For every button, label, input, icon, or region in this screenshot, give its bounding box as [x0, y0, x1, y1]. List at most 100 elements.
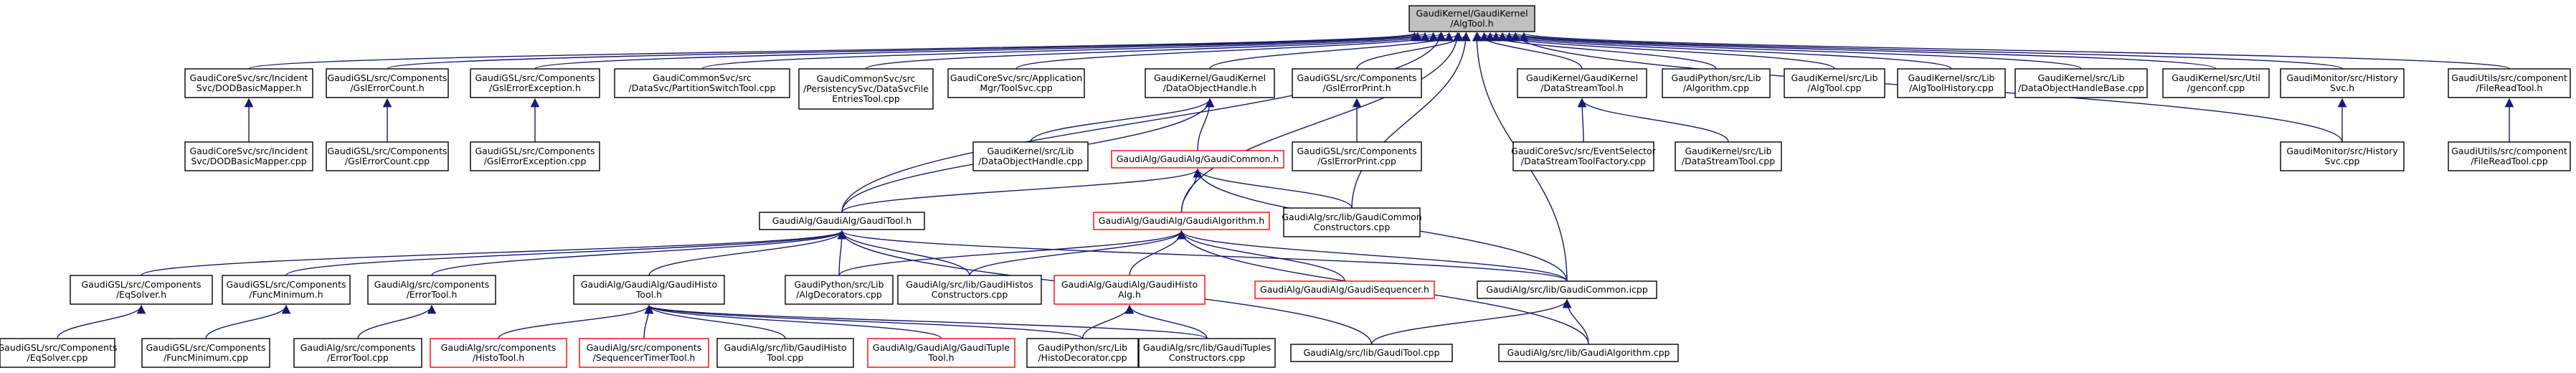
edge-n37-to-n28 — [1177, 230, 1345, 282]
node-label: GaudiAlg/src/components — [374, 279, 490, 290]
node-label: Svc/DODBasicMapper.cpp — [191, 156, 306, 166]
edge-n14-to-n0 — [1505, 32, 2217, 70]
node-gaudipython-src-lib-algdecorators-cpp[interactable]: GaudiPython/src/Lib/AlgDecorators.cpp — [785, 275, 894, 305]
node-label: Constructors.cpp — [932, 289, 1008, 300]
node-gaudicoresvc-src-applicationmgr-toolsvc-cpp[interactable]: GaudiCoreSvc/src/ApplicationMgr/ToolSvc.… — [947, 68, 1085, 98]
node-gaudicoresvc-src-eventselector-datastreamtoolfactory-cpp[interactable]: GaudiCoreSvc/src/EventSelector/DataStrea… — [1511, 141, 1657, 171]
node-gaudigsl-src-components-funcminimum-h[interactable]: GaudiGSL/src/Components/FuncMinimum.h — [222, 275, 351, 305]
edge-n2-to-n0 — [387, 32, 1422, 70]
edge-n27-to-n21 — [841, 168, 1203, 213]
node-gaudipython-src-lib-histodecorator-cpp[interactable]: GaudiPython/src/Lib/HistoDecorator.cpp — [1026, 338, 1139, 368]
node-box — [1662, 68, 1771, 98]
node-gaudicoresvc-src-incidentsvc-dodbasicmapper-cpp[interactable]: GaudiCoreSvc/src/IncidentSvc/DODBasicMap… — [184, 141, 313, 171]
node-box — [1292, 141, 1422, 171]
node-gaudialg-gaudialg-gaudicommon-h[interactable]: GaudiAlg/GaudiAlg/GaudiCommon.h — [1111, 150, 1284, 169]
node-gaudikernel-src-lib-datastreamtool-cpp[interactable]: GaudiKernel/src/Lib/DataStreamTool.cpp — [1675, 141, 1782, 171]
node-gaudigsl-src-components-gslerrorcount-h[interactable]: GaudiGSL/src/Components/GslErrorCount.h — [326, 68, 449, 98]
node-label: /ErrorTool.h — [407, 289, 458, 300]
node-gaudiutils-src-component-filereadtool-cpp[interactable]: GaudiUtils/src/component/FileReadTool.cp… — [2448, 141, 2571, 171]
node-label: GaudiGSL/src/Components — [475, 72, 595, 83]
node-gaudikernel-src-lib-algtool-cpp[interactable]: GaudiKernel/src/Lib/AlgTool.cpp — [1784, 68, 1885, 98]
node-label: Tool.h — [927, 352, 954, 363]
node-gaudialg-src-lib-gaudicommonconstructors-cpp[interactable]: GaudiAlg/src/lib/GaudiCommonConstructors… — [1282, 207, 1422, 237]
node-label: /FileReadTool.cpp — [2471, 156, 2548, 166]
node-gaudicommonsvc-src-datasvc-partitionswitchtool-cpp[interactable]: GaudiCommonSvc/src/DataSvc/PartitionSwit… — [614, 68, 790, 98]
node-box — [614, 68, 790, 98]
node-gaudiutils-src-component-filereadtool-h[interactable]: GaudiUtils/src/component/FileReadTool.h — [2448, 68, 2571, 98]
node-label: GaudiAlg/src/lib/GaudiCommon — [1282, 212, 1421, 222]
node-box — [1675, 141, 1782, 171]
node-gaudikernel-src-lib-algtoolhistory-cpp[interactable]: GaudiKernel/src/Lib/AlgToolHistory.cpp — [1897, 68, 2006, 98]
node-gaudicoresvc-src-incidentsvc-dodbasicmapper-h[interactable]: GaudiCoreSvc/src/IncidentSvc/DODBasicMap… — [184, 68, 313, 98]
node-gaudialg-src-lib-gaudicommon-icpp[interactable]: GaudiAlg/src/lib/GaudiCommon.icpp — [1477, 280, 1657, 299]
node-label: /FuncMinimum.cpp — [164, 352, 248, 363]
edge-n44-to-n33 — [644, 304, 786, 339]
node-label: GaudiUtils/src/component — [2451, 146, 2567, 156]
node-gaudigsl-src-components-eqsolver-cpp[interactable]: GaudiGSL/src/Components/EqSolver.cpp — [0, 338, 118, 368]
node-gaudigsl-src-components-gslerrorexception-h[interactable]: GaudiGSL/src/Components/GslErrorExceptio… — [470, 68, 600, 98]
node-gaudikernel-src-lib-dataobjecthandlebase-cpp[interactable]: GaudiKernel/src/Lib/DataObjectHandleBase… — [2014, 68, 2148, 98]
node-box — [293, 338, 422, 368]
node-label: Mgr/ToolSvc.cpp — [980, 82, 1052, 93]
node-label: GaudiKernel/GaudiKernel — [1154, 72, 1266, 83]
node-box — [1283, 207, 1421, 237]
edge-n34-to-n27 — [837, 230, 847, 276]
node-gaudigsl-src-components-funcminimum-cpp[interactable]: GaudiGSL/src/Components/FuncMinimum.cpp — [141, 338, 270, 368]
node-gaudialg-src-components-sequencertimertool-h[interactable]: GaudiAlg/src/components/SequencerTimerTo… — [579, 338, 709, 368]
node-gaudicommonsvc-src-persistencysvc-datasvcfileentriestool-cpp[interactable]: GaudiCommonSvc/src/PersistencySvc/DataSv… — [798, 68, 934, 110]
edge-n43-to-n33 — [643, 304, 654, 339]
node-label: GaudiAlg/src/lib/GaudiHistos — [906, 279, 1033, 290]
edge-n5-to-n0 — [865, 32, 1446, 70]
node-box — [0, 338, 115, 368]
node-box — [897, 275, 1042, 305]
node-label: GaudiAlg/src/lib/GaudiAlgorithm.cpp — [1507, 347, 1670, 358]
node-label: /DataObjectHandle.h — [1163, 82, 1257, 93]
node-label: /DataStreamTool.h — [1540, 82, 1623, 93]
node-gaudikernel-src-lib-dataobjecthandle-cpp[interactable]: GaudiKernel/src/Lib/DataObjectHandle.cpp — [972, 141, 1089, 171]
node-gaudikernel-gaudikernel-dataobjecthandle-h[interactable]: GaudiKernel/GaudiKernel/DataObjectHandle… — [1145, 68, 1275, 98]
node-gaudikernel-gaudikernel-datastreamtool-h[interactable]: GaudiKernel/GaudiKernel/DataStreamTool.h — [1517, 68, 1647, 98]
node-gaudialg-src-components-errortool-h[interactable]: GaudiAlg/src/components/ErrorTool.h — [367, 275, 496, 305]
node-label: GaudiUtils/src/component — [2451, 72, 2567, 83]
edge-n29-to-n0 — [1351, 32, 1471, 209]
node-box — [184, 141, 313, 171]
node-label: EntriesTool.cpp — [832, 93, 900, 104]
node-label: GaudiMonitor/src/History — [2286, 146, 2398, 156]
node-gaudialg-src-lib-gauditool-cpp[interactable]: GaudiAlg/src/lib/GaudiTool.cpp — [1290, 344, 1453, 362]
node-box — [1093, 212, 1270, 230]
node-gaudigsl-src-components-gslerrorexception-cpp[interactable]: GaudiGSL/src/Components/GslErrorExceptio… — [470, 141, 600, 171]
node-gaudialg-src-lib-gaudituplesconstructors-cpp[interactable]: GaudiAlg/src/lib/GaudiTuplesConstructors… — [1138, 338, 1276, 368]
node-gaudialg-gaudialg-gaudisequencer-h[interactable]: GaudiAlg/GaudiAlg/GaudiSequencer.h — [1254, 280, 1435, 299]
edge-n27-to-n0 — [841, 32, 1445, 213]
node-label: GaudiGSL/src/Components — [1297, 72, 1416, 83]
node-box — [1784, 68, 1885, 98]
node-gaudigsl-src-components-gslerrorprint-cpp[interactable]: GaudiGSL/src/Components/GslErrorPrint.cp… — [1292, 141, 1422, 171]
node-label: /GslErrorPrint.cpp — [1317, 156, 1396, 166]
node-box — [947, 68, 1085, 98]
node-label: GaudiPython/src/Lib — [1038, 342, 1127, 353]
node-gaudialg-src-components-errortool-cpp[interactable]: GaudiAlg/src/components/ErrorTool.cpp — [293, 338, 422, 368]
node-gaudialg-src-lib-gaudihistosconstructors-cpp[interactable]: GaudiAlg/src/lib/GaudiHistosConstructors… — [897, 275, 1042, 305]
node-gaudikernel-gaudikernel-algtool-h[interactable]: GaudiKernel/GaudiKernel/AlgTool.h — [1408, 5, 1535, 32]
node-gaudialg-src-components-histotool-h[interactable]: GaudiAlg/src/components/HistoTool.h — [430, 338, 567, 368]
node-label: GaudiAlg/src/lib/GaudiHisto — [724, 342, 846, 353]
node-gaudialg-src-lib-gaudialgorithm-cpp[interactable]: GaudiAlg/src/lib/GaudiAlgorithm.cpp — [1498, 344, 1679, 362]
node-gaudigsl-src-components-gslerrorprint-h[interactable]: GaudiGSL/src/Components/GslErrorPrint.h — [1292, 68, 1422, 98]
node-gaudigsl-src-components-eqsolver-h[interactable]: GaudiGSL/src/Components/EqSolver.h — [70, 275, 213, 305]
node-box — [1897, 68, 2006, 98]
edge-n47-to-n33 — [645, 304, 1208, 339]
node-gaudipython-src-lib-algorithm-cpp[interactable]: GaudiPython/src/Lib/Algorithm.cpp — [1662, 68, 1771, 98]
edge-n48-to-n38 — [1370, 298, 1572, 345]
node-label: /FileReadTool.h — [2476, 82, 2543, 93]
node-gaudikernel-src-util-genconf-cpp[interactable]: GaudiKernel/src/Util/genconf.cpp — [2162, 68, 2270, 98]
node-gaudigsl-src-components-gslerrorcount-cpp[interactable]: GaudiGSL/src/Components/GslErrorCount.cp… — [326, 141, 449, 171]
node-box — [785, 275, 894, 305]
node-gaudialg-gaudialg-gauditool-h[interactable]: GaudiAlg/GaudiAlg/GaudiTool.h — [759, 212, 925, 230]
node-gaudialg-gaudialg-gaudialgorithm-h[interactable]: GaudiAlg/GaudiAlg/GaudiAlgorithm.h — [1093, 212, 1270, 230]
